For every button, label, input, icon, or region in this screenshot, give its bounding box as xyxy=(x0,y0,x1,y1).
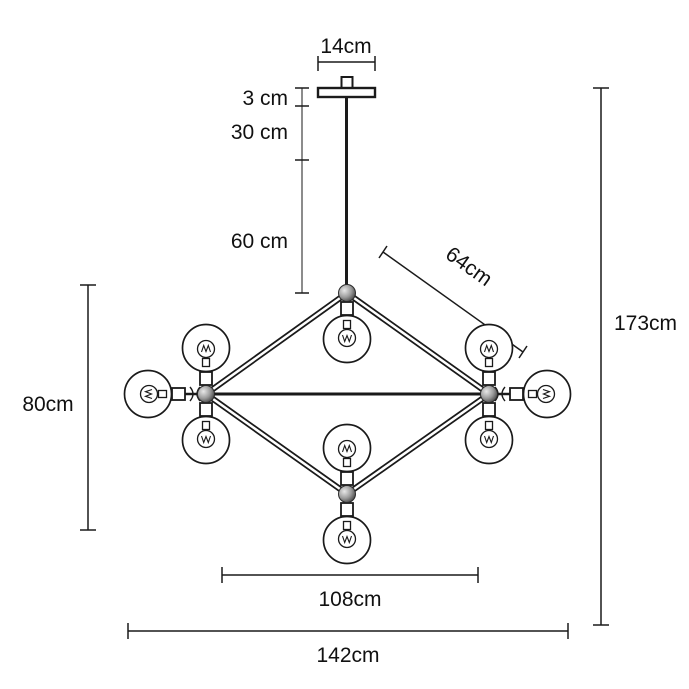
dim-stem-segments: 3 cm 30 cm 60 cm xyxy=(231,87,309,294)
globe-bottom-down xyxy=(322,492,372,565)
dim-label-total-width: 142cm xyxy=(316,644,379,667)
globe-right-out xyxy=(487,369,572,419)
frame-hubs xyxy=(197,284,498,503)
dim-body-height: 80cm xyxy=(22,284,96,531)
hub-bottom xyxy=(338,485,356,503)
dim-label-canopy-thickness: 3 cm xyxy=(242,87,288,110)
dim-total-height: 173cm xyxy=(593,87,677,626)
hub-right xyxy=(480,385,498,403)
dim-label-inner-width: 108cm xyxy=(318,588,381,611)
dim-canopy-width: 14cm xyxy=(317,35,376,71)
dim-label-upper-stem: 30 cm xyxy=(231,121,288,144)
dim-total-width: 142cm xyxy=(127,623,569,667)
ceiling-canopy xyxy=(316,76,377,99)
dim-inner-width: 108cm xyxy=(221,567,479,611)
dim-label-canopy-width: 14cm xyxy=(320,35,371,58)
dim-label-total-height: 173cm xyxy=(614,312,677,335)
hub-left xyxy=(197,385,215,403)
hub-top xyxy=(338,284,356,302)
globes xyxy=(123,291,572,565)
dim-label-arm-length: 64cm xyxy=(441,242,496,291)
dim-label-body-height: 80cm xyxy=(22,393,73,416)
globe-left-out xyxy=(123,369,208,419)
dim-label-lower-stem: 60 cm xyxy=(231,230,288,253)
